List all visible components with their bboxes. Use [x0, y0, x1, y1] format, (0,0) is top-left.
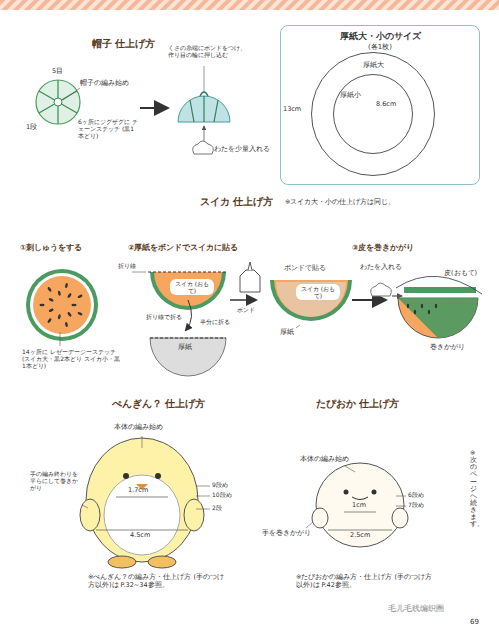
section-heading: たぴおか 仕上げ方 [316, 398, 399, 410]
step-title: ①刺しゅうをする [20, 243, 82, 252]
step-title: ②厚紙をボンドでスイカに貼る [128, 243, 238, 252]
dimension-label: 1cm [352, 502, 366, 510]
callout-label: ボンドで貼る [284, 265, 326, 273]
callout-note: わたを少量入れる [214, 146, 270, 154]
part-label: スイカ (おもて) [170, 279, 214, 295]
small-card-circle: 厚紙小 [333, 74, 413, 154]
section-heading: ぺんぎん？ 仕上げ方 [112, 398, 205, 410]
watermark: 毛儿毛线编织圈 [388, 604, 444, 614]
callout-note: 6ヶ所にジグザグに チェーンステッチ (黒1本どり) [78, 118, 140, 140]
part-label: 厚紙 [178, 344, 192, 352]
callout-label: 半分に折る [200, 318, 230, 325]
callout-label: 本体の編み始め [300, 456, 349, 464]
note-text: ※スイカ大・小の仕上げ方は同じ。 [285, 199, 395, 207]
node-text: 厚紙小 [340, 91, 361, 99]
callout-label: 本体の編み始め [114, 424, 163, 432]
section-heading: 帽子 仕上げ方 [92, 38, 155, 50]
section-heading: スイカ 仕上げ方 [200, 196, 273, 208]
callout-label: 折り線 [118, 262, 136, 269]
row-number: 2段 [212, 504, 222, 511]
dimension-label: 2.5cm [350, 532, 370, 540]
step-title: ③皮を巻きかがり [352, 243, 414, 252]
dimension-label: 4.5cm [130, 532, 150, 540]
node-text: (各1枚) [281, 43, 479, 51]
row-number: 6段め [408, 491, 424, 498]
dimension-label: 1.7cm [128, 487, 148, 495]
callout-label: 巻きかがり [430, 344, 465, 352]
part-label: 厚紙 [280, 329, 294, 337]
row-number: 9段め [212, 481, 228, 488]
callout-label: 皮(おもて) [444, 270, 477, 278]
callout-label: わたを入れる [360, 264, 402, 272]
callout-note: 14ヶ所に レゼーデージーステッチ (スイカ大・黒2本どり スイカ小・黒1本どり… [22, 348, 122, 370]
note-text: ※ぺんぎん？の編み方・仕上げ方 (手のつけ方以外)は P.32~34参照。 [88, 574, 228, 590]
page-number: 69 [470, 618, 479, 626]
callout-label: 手を巻きかがり [262, 530, 311, 538]
node-text: 厚紙大・小のサイズ [281, 31, 479, 41]
part-label: スイカ (おもて) [296, 284, 340, 300]
callout-note: 手の編み終わりを平らにして巻きかがり [30, 470, 80, 492]
dimension-label: 13cm [283, 106, 301, 114]
callout-label: 折り線で折る [146, 313, 182, 320]
large-card-circle: 厚紙大厚紙小 [311, 52, 435, 176]
callout-note: くさの糸端にボンドをつけ、作り目の輪に押し込む [168, 44, 246, 58]
callout-note: 帽子の編み始め [80, 80, 129, 88]
part-label: ボンド [237, 306, 255, 313]
node-text: 厚紙大 [312, 61, 434, 69]
stitch-count: 5目 [52, 68, 63, 76]
dimension-label: 8.6cm [376, 101, 396, 109]
row-number: 7段め [408, 501, 424, 508]
row-number: 1段 [26, 124, 37, 132]
note-text: ※たぴおかの編み方・仕上げ方 (手のつけ方以外)は P.42参照。 [296, 574, 436, 590]
row-number: 10段め [212, 491, 232, 498]
continued-note: ※次のページへ続きます。 [470, 450, 477, 529]
